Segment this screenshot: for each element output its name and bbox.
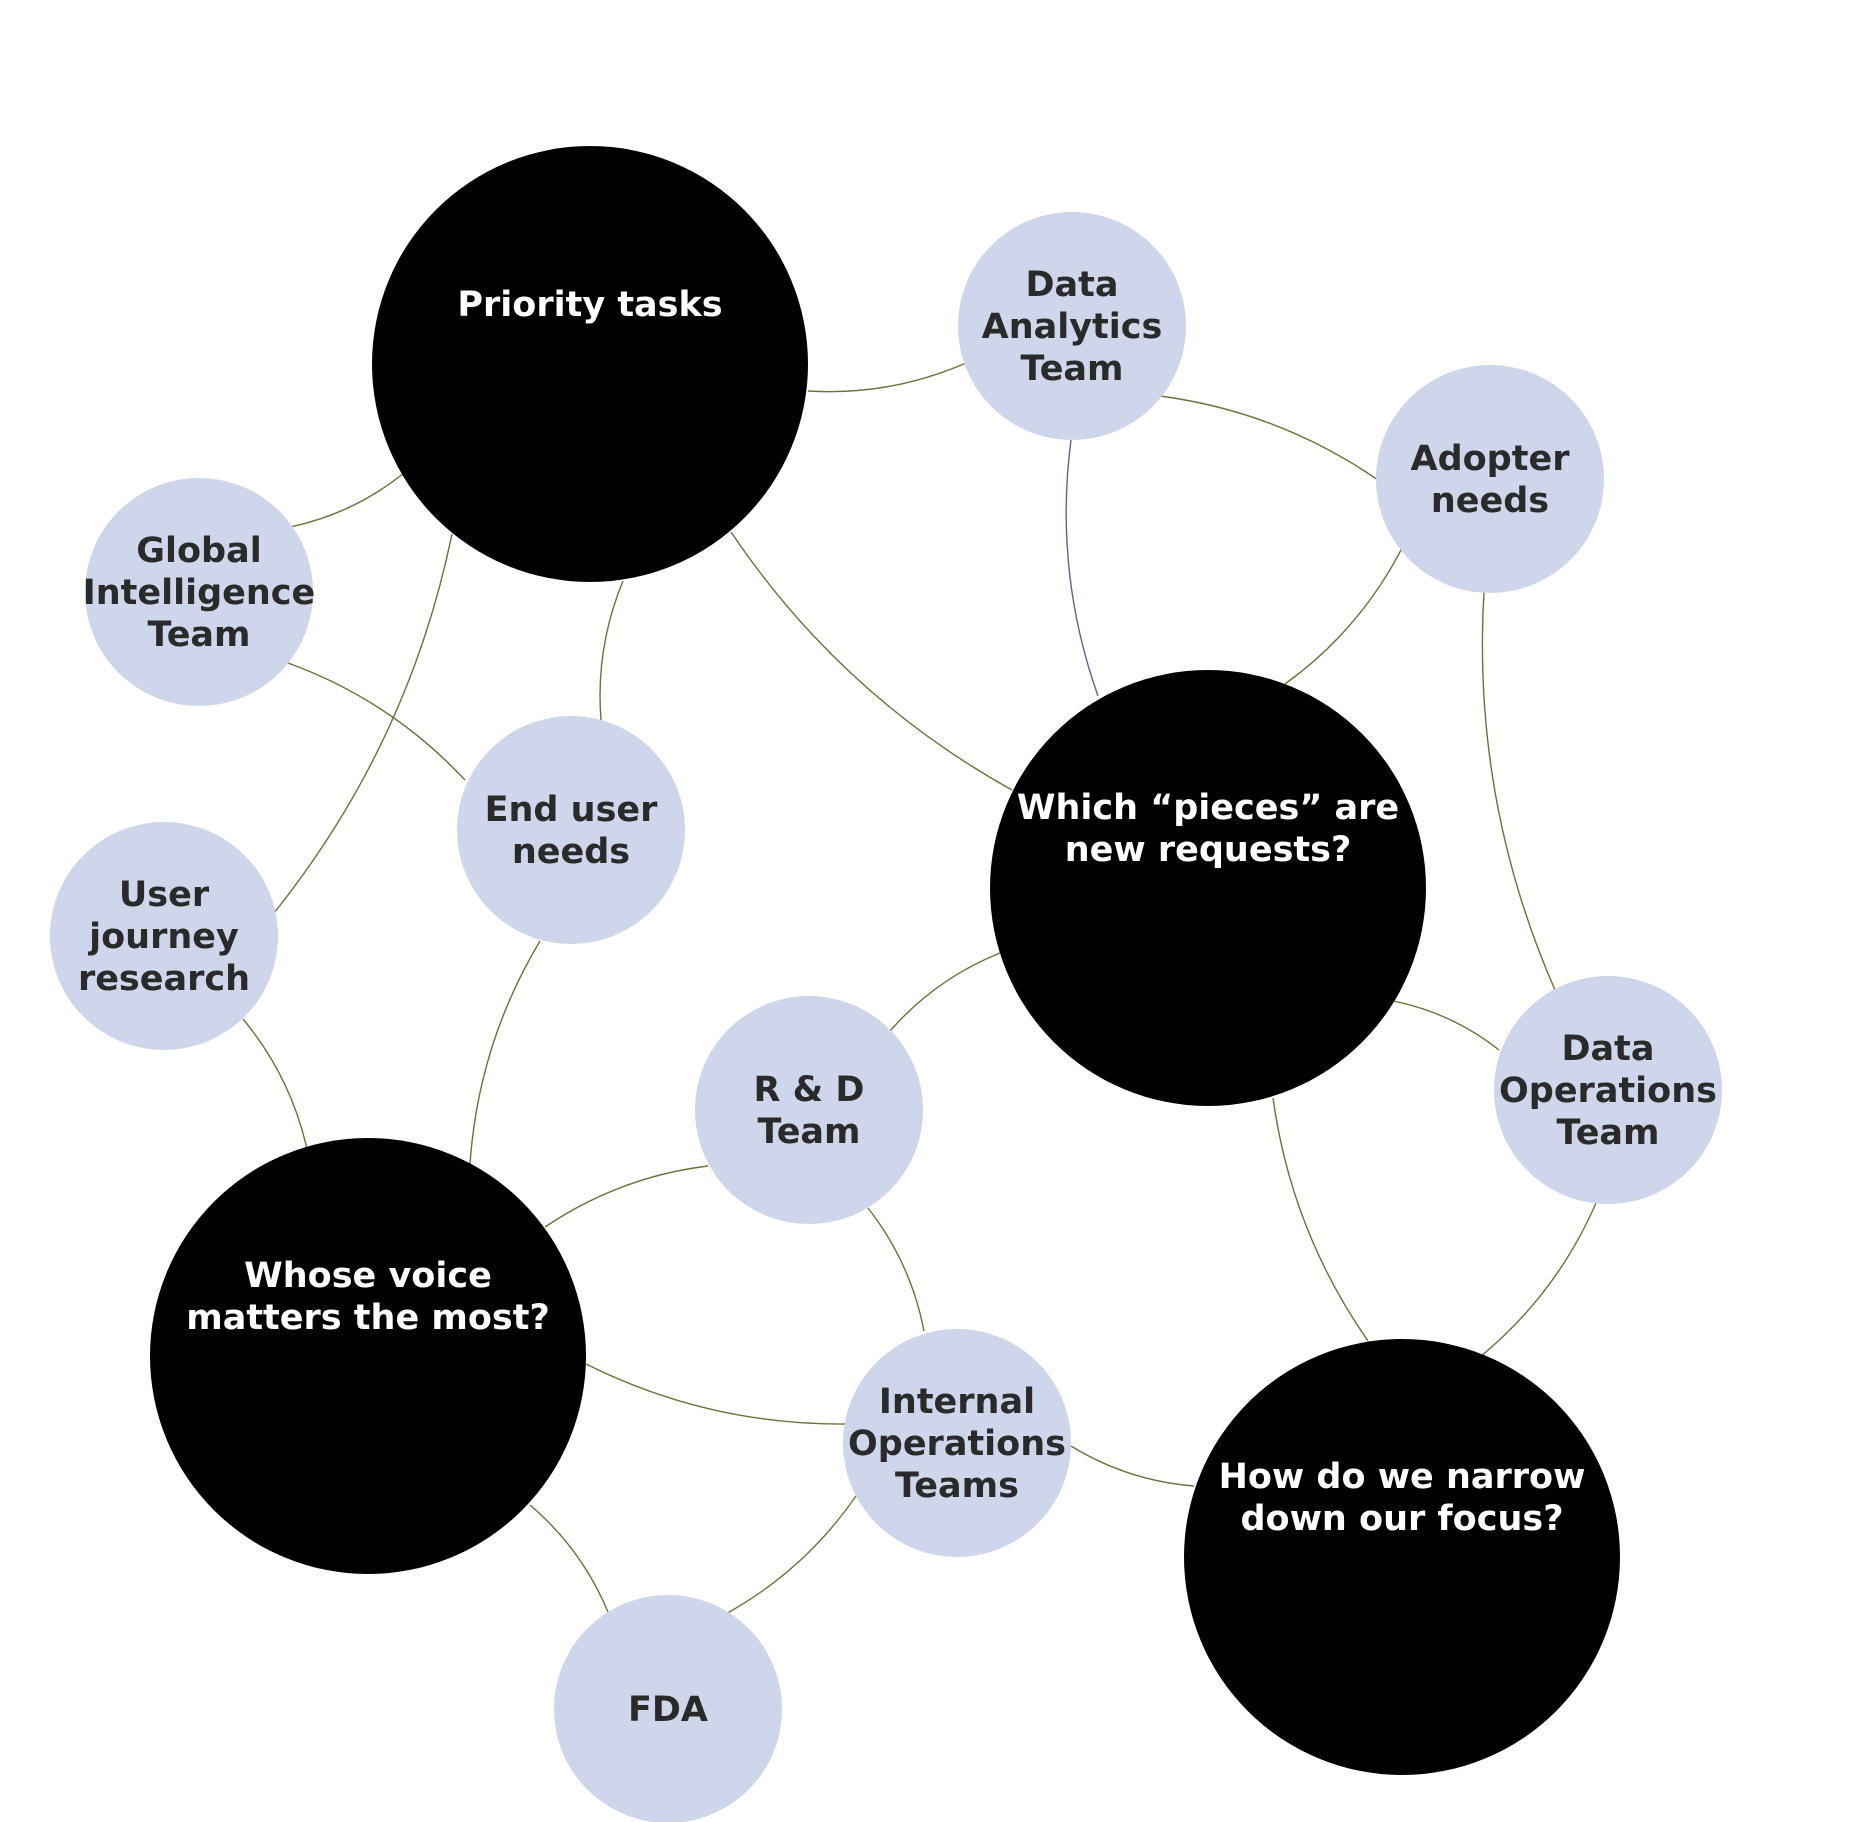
node-label-user-journey-line-2: journey bbox=[87, 917, 239, 957]
node-label-narrow-line-2: down our focus? bbox=[1240, 1499, 1563, 1539]
node-circle-narrow bbox=[1184, 1339, 1620, 1775]
node-circle-adopter bbox=[1376, 365, 1604, 593]
node-label-data-ops-line-1: Data bbox=[1561, 1029, 1654, 1069]
edge-end-user-to-voice bbox=[469, 940, 541, 1165]
node-circle-end-user bbox=[457, 716, 685, 944]
node-label-priority-line-1: Priority tasks bbox=[457, 285, 722, 325]
node-label-global-intel-line-2: Intelligence bbox=[83, 573, 316, 613]
edge-pieces-to-narrow bbox=[1272, 1097, 1369, 1342]
node-label-fda-line-1: FDA bbox=[628, 1690, 708, 1730]
node-label-data-ops-line-2: Operations bbox=[1499, 1071, 1717, 1111]
node-label-end-user-line-1: End user bbox=[485, 790, 659, 830]
node-label-internal-ops-line-2: Operations bbox=[848, 1424, 1066, 1464]
node-label-data-analytics-line-3: Team bbox=[1020, 349, 1123, 389]
node-fda: FDA bbox=[554, 1595, 782, 1822]
node-label-rd-line-1: R & D bbox=[754, 1070, 865, 1110]
edge-rd-to-voice bbox=[544, 1165, 709, 1228]
edge-adopter-to-pieces bbox=[1284, 547, 1403, 685]
node-label-voice-line-1: Whose voice bbox=[244, 1256, 492, 1296]
edge-priority-to-pieces bbox=[730, 531, 1013, 791]
edge-pieces-to-rd bbox=[889, 952, 1001, 1032]
edge-data-analytics-to-pieces bbox=[1065, 439, 1099, 697]
node-label-adopter-line-1: Adopter bbox=[1411, 439, 1571, 479]
edge-rd-to-internal-ops bbox=[867, 1207, 925, 1332]
node-label-pieces-line-1: Which “pieces” are bbox=[1017, 788, 1399, 828]
edge-user-journey-to-voice bbox=[242, 1018, 308, 1150]
node-label-global-intel-line-1: Global bbox=[136, 531, 261, 571]
node-circle-priority bbox=[372, 146, 808, 582]
node-circle-fda bbox=[554, 1595, 782, 1822]
edge-priority-to-global-intel bbox=[289, 472, 405, 528]
node-label-adopter-line-2: needs bbox=[1431, 481, 1549, 521]
node-circle-internal-ops bbox=[843, 1329, 1071, 1557]
edge-global-intel-to-end-user bbox=[287, 662, 466, 781]
edge-voice-to-internal-ops bbox=[585, 1363, 847, 1425]
node-label-internal-ops-line-1: Internal bbox=[879, 1382, 1035, 1422]
node-circle-user-journey bbox=[50, 822, 278, 1050]
node-priority: Priority tasks bbox=[372, 146, 808, 582]
edge-priority-to-user-journey bbox=[273, 533, 453, 914]
node-label-rd-line-2: Team bbox=[757, 1112, 860, 1152]
edge-priority-to-data-analytics bbox=[807, 362, 967, 393]
edge-data-ops-to-narrow bbox=[1479, 1202, 1597, 1358]
node-label-data-analytics-line-1: Data bbox=[1025, 265, 1118, 305]
edge-data-analytics-to-adopter bbox=[1159, 395, 1379, 481]
edge-internal-ops-to-narrow bbox=[1070, 1445, 1195, 1487]
node-label-end-user-line-2: needs bbox=[512, 832, 630, 872]
node-label-user-journey-line-3: research bbox=[78, 959, 250, 999]
node-circle-global-intel bbox=[85, 478, 313, 706]
node-label-global-intel-line-3: Team bbox=[147, 615, 250, 655]
node-label-data-analytics-line-2: Analytics bbox=[982, 307, 1163, 347]
node-circle-pieces bbox=[990, 670, 1426, 1106]
node-label-data-ops-line-3: Team bbox=[1556, 1113, 1659, 1153]
edges-layer bbox=[242, 362, 1597, 1617]
node-circle-voice bbox=[150, 1138, 586, 1574]
node-label-pieces-line-2: new requests? bbox=[1065, 830, 1352, 870]
node-label-user-journey-line-1: User bbox=[119, 875, 210, 915]
edge-pieces-to-data-ops bbox=[1392, 1000, 1500, 1051]
node-circle-rd bbox=[695, 996, 923, 1224]
node-label-narrow-line-1: How do we narrow bbox=[1219, 1457, 1586, 1497]
node-circle-data-ops bbox=[1494, 976, 1722, 1204]
edge-internal-ops-to-fda bbox=[721, 1495, 857, 1617]
edge-priority-to-end-user bbox=[599, 580, 624, 721]
edge-voice-to-fda bbox=[529, 1504, 609, 1613]
node-label-internal-ops-line-3: Teams bbox=[895, 1466, 1019, 1506]
edge-adopter-to-data-ops bbox=[1481, 591, 1556, 991]
node-circle-data-analytics bbox=[958, 212, 1186, 440]
node-label-voice-line-2: matters the most? bbox=[186, 1298, 550, 1338]
